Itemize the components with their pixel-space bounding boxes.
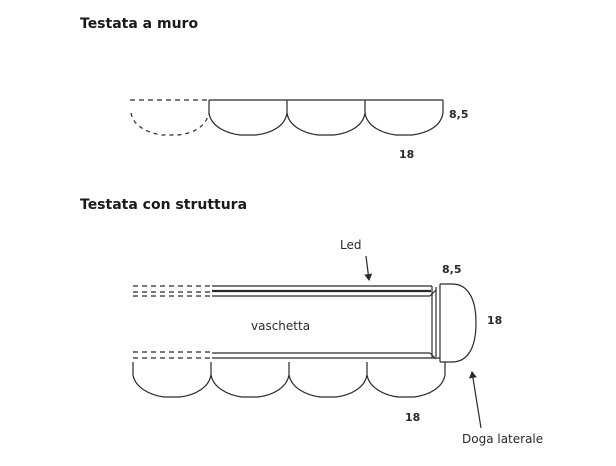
cushion-1 — [208, 100, 288, 136]
structure-depth-dimension: 18 — [487, 314, 503, 327]
side-slat — [440, 283, 477, 363]
wall-height-dimension: 8,5 — [449, 108, 469, 121]
structure-headboard-title: Testata con struttura — [80, 197, 248, 213]
side-slat-arrow — [469, 371, 482, 429]
side-slat-label: Doga laterale — [462, 432, 544, 446]
cushion-2 — [210, 362, 290, 398]
wall-headboard-title: Testata a muro — [80, 16, 199, 32]
cushion-3 — [288, 362, 368, 398]
structure-width-dimension: 18 — [405, 411, 421, 424]
wall-width-dimension: 18 — [399, 148, 415, 161]
structure-height-dimension: 8,5 — [442, 263, 462, 276]
wall-headboard-drawing — [130, 99, 444, 136]
frame-corner-bottom — [429, 352, 437, 360]
cushion-3 — [364, 100, 444, 136]
led-label: Led — [340, 238, 362, 252]
tray-label: vaschetta — [251, 319, 311, 333]
structure-headboard-drawing — [132, 255, 482, 429]
cushion-1 — [132, 362, 212, 398]
cushion-4 — [366, 362, 446, 398]
frame-corner-top — [429, 289, 437, 297]
dashed-ghost-cushion — [130, 112, 210, 136]
led-arrow — [364, 255, 373, 281]
cushion-2 — [286, 100, 366, 136]
